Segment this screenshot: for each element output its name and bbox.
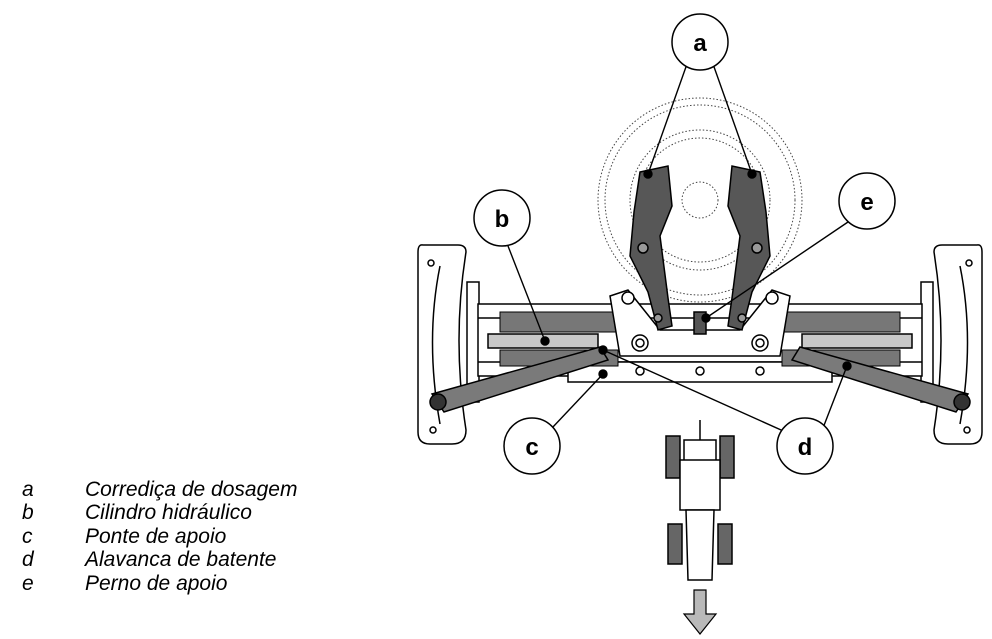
callout-c: c: [503, 417, 561, 475]
legend-item: a Corrediça de dosagem: [22, 478, 297, 502]
legend-item: d Alavanca de batente: [22, 548, 297, 573]
legend-text: Ponte de apoio: [85, 524, 227, 548]
direction-arrow-icon: [682, 589, 718, 635]
legend-text: Cilindro hidráulico: [85, 501, 252, 525]
legend-key: a: [22, 477, 34, 501]
left-side-frame: [417, 244, 480, 445]
callout-a: a: [671, 13, 729, 71]
svg-text:b: b: [495, 206, 510, 233]
center-plate: [609, 289, 791, 357]
dosing-slides: [629, 165, 771, 331]
legend-key: e: [22, 571, 34, 595]
leader-lines: [507, 63, 852, 435]
stop-levers: [429, 346, 971, 413]
legend: a Corrediça de dosagem b Cilindro hidráu…: [22, 478, 297, 596]
spreading-disc: [597, 97, 803, 303]
legend-text: Alavanca de batente: [85, 548, 277, 572]
svg-text:c: c: [525, 434, 538, 461]
legend-key: b: [22, 501, 34, 525]
callout-e: e: [838, 172, 896, 230]
legend-item: c Ponte de apoio: [22, 525, 297, 549]
legend-key: d: [22, 548, 34, 572]
right-side-frame: [920, 244, 983, 445]
legend-text: Perno de apoio: [85, 571, 228, 595]
svg-text:e: e: [860, 189, 873, 216]
legend-item: e Perno de apoio: [22, 572, 297, 596]
callout-d: d: [776, 417, 834, 475]
hydraulic-cylinders: [487, 333, 913, 349]
tractor-icon: [665, 420, 735, 581]
legend-text: Corrediça de dosagem: [85, 477, 298, 501]
legend-key: c: [22, 524, 33, 548]
callout-b: b: [473, 189, 531, 247]
legend-item: b Cilindro hidráulico: [22, 501, 297, 526]
svg-text:d: d: [798, 434, 813, 461]
svg-text:a: a: [693, 30, 707, 57]
